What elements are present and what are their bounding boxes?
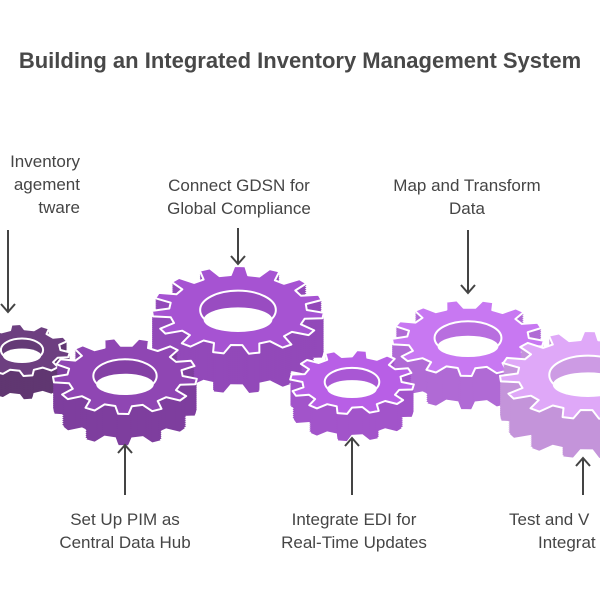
step-2-line-2: Central Data Hub [59, 533, 191, 552]
gear-5-icon [391, 299, 545, 411]
step-4-label: Integrate EDI for Real-Time Updates [254, 508, 454, 554]
gear-6-icon [499, 330, 600, 460]
step-1-line-1: Inventory [10, 152, 80, 171]
step-1-label: Inventory agement tware [0, 150, 80, 219]
step-6-label: Test and V Integrat [509, 508, 600, 554]
gear-4-icon [289, 349, 415, 443]
step-3-arrow-down-icon [230, 228, 246, 266]
step-5-arrow-down-icon [460, 230, 476, 295]
gear-1-icon [0, 323, 71, 401]
step-3-line-2: Global Compliance [167, 199, 311, 218]
step-6-arrow-up-icon [575, 456, 591, 495]
gear-3-icon [151, 265, 325, 395]
step-4-line-2: Real-Time Updates [281, 533, 427, 552]
step-4-line-1: Integrate EDI for [291, 510, 417, 529]
diagram-title: Building an Integrated Inventory Managem… [0, 46, 600, 75]
step-4-arrow-up-icon [344, 436, 360, 495]
step-2-line-1: Set Up PIM as [70, 510, 180, 529]
step-3-line-1: Connect GDSN for [168, 176, 310, 195]
gear-2-icon [52, 337, 198, 447]
step-1-line-3: tware [38, 198, 80, 217]
title-text: Building an Integrated Inventory Managem… [18, 48, 582, 73]
step-5-line-2: Data [449, 199, 485, 218]
step-1-line-2: agement [13, 175, 80, 194]
step-6-line-1: Test and V [509, 510, 590, 529]
step-5-label: Map and Transform Data [367, 174, 567, 220]
step-6-line-2: Integrat [538, 533, 596, 552]
step-2-arrow-up-icon [117, 443, 133, 495]
step-1-arrow-down-icon [0, 230, 16, 314]
step-2-label: Set Up PIM as Central Data Hub [25, 508, 225, 554]
step-3-label: Connect GDSN for Global Compliance [139, 174, 339, 220]
step-5-line-1: Map and Transform [393, 176, 541, 195]
